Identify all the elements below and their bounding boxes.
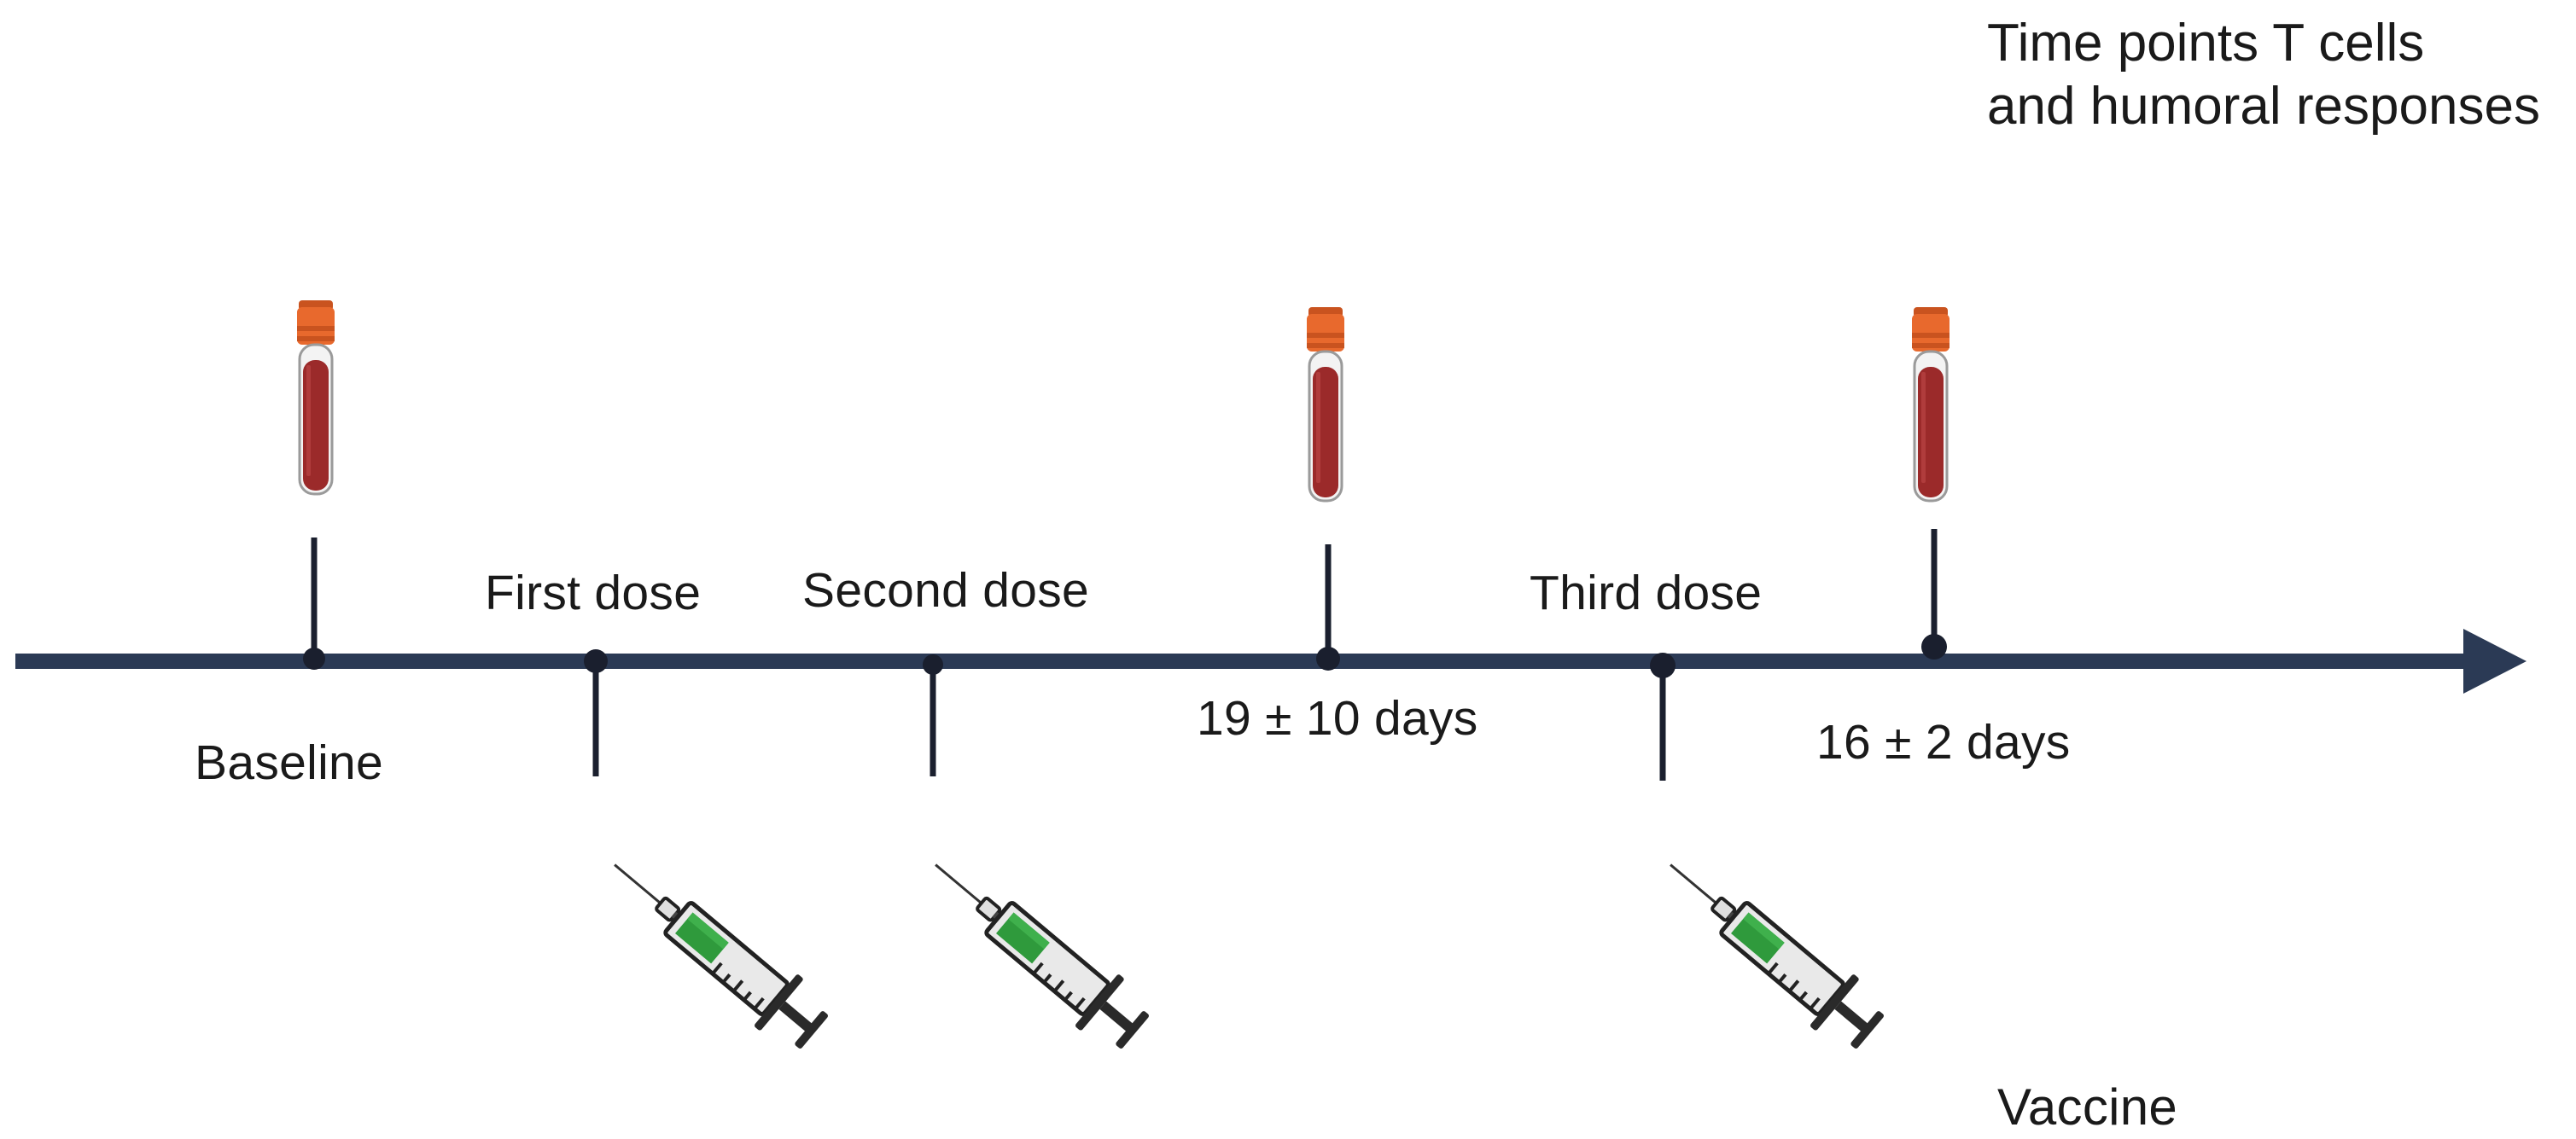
timepoint-first-dose (584, 649, 836, 1059)
label-baseline: Baseline (195, 735, 384, 790)
syringe-icon (1648, 839, 1892, 1059)
legend-line-1: Time points T cells (1987, 14, 2425, 73)
legend-line-2: and humoral responses (1987, 77, 2540, 136)
blood-tube-icon (1305, 305, 1346, 503)
label-third-dose: Third dose (1530, 566, 1763, 620)
label-vaccine: Vaccine (1997, 1078, 2178, 1136)
label-16-days: 16 ± 2 days (1816, 715, 2071, 770)
timepoint-after-third-dose (1910, 305, 1951, 660)
timepoint-after-second-dose (1305, 305, 1346, 671)
syringe-icon (913, 839, 1157, 1059)
label-first-dose: First dose (485, 566, 702, 620)
axis-arrowhead (2463, 629, 2526, 694)
blood-tube-icon (295, 299, 336, 496)
timepoint-second-dose (913, 654, 1157, 1059)
timeline-axis (15, 629, 2526, 694)
timepoint-baseline (295, 299, 336, 670)
syringe-icon (592, 839, 836, 1059)
blood-tube-icon (1910, 305, 1951, 503)
timepoint-third-dose (1648, 653, 1892, 1059)
label-19-days: 19 ± 10 days (1197, 691, 1478, 746)
legend-blood-sampling: Time points T cells and humoral response… (1987, 12, 2540, 138)
label-second-dose: Second dose (802, 563, 1090, 618)
